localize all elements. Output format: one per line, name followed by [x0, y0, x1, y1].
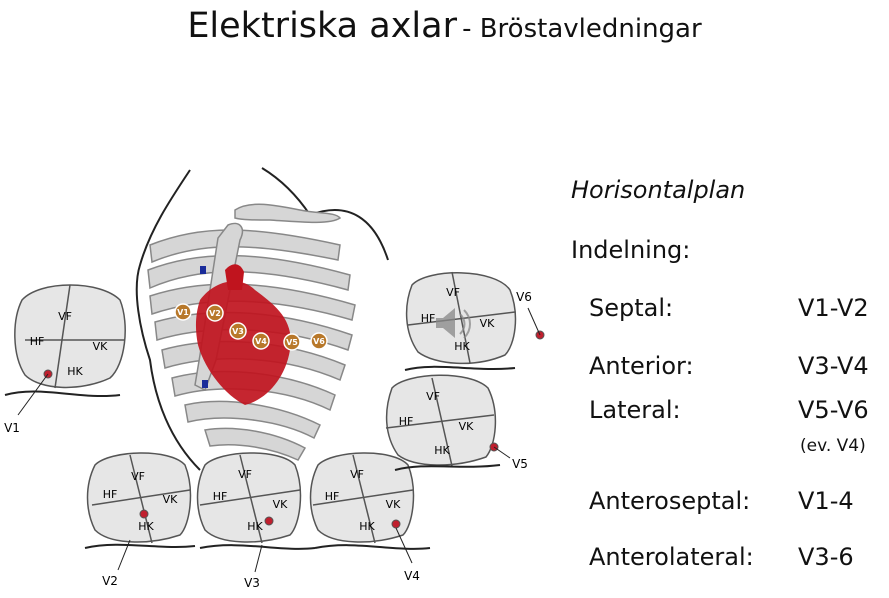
- quadrant-label: VK: [93, 340, 109, 353]
- quadrant-label: VF: [238, 468, 252, 481]
- quadrant-label: HF: [325, 490, 340, 503]
- lead-label: V6: [516, 290, 532, 304]
- quadrant-label: VK: [163, 493, 179, 506]
- lead-name-anterior: Anterior:: [589, 352, 694, 380]
- electrode-label: V2: [209, 309, 221, 318]
- chest-electrode-markers: V1 V2 V3 V4 V5 V6: [174, 303, 328, 351]
- quadrant-label: HK: [434, 444, 450, 457]
- lead-name-septal: Septal:: [589, 294, 674, 322]
- plane-label: Horisontalplan: [571, 176, 746, 204]
- electrode-marker: V5: [283, 333, 301, 351]
- title-sub: - Bröstavledningar: [462, 14, 702, 44]
- lateral-note: (ev. V4): [800, 436, 866, 456]
- lead-label: V5: [512, 457, 528, 471]
- lead-label: V2: [102, 574, 118, 588]
- lead-name-anterolateral: Anterolateral:: [589, 543, 754, 571]
- lead-name-anteroseptal: Anteroseptal:: [589, 487, 751, 515]
- lead-value-lateral: V5-V6: [798, 396, 869, 424]
- quadrant-label: HF: [421, 312, 436, 325]
- vessel-blue-2: [202, 380, 208, 388]
- quadrant-label: VF: [131, 470, 145, 483]
- quadrant-label: HK: [67, 365, 83, 378]
- chest-diagram: V1 V2 V3 V4 V5 V6 VF HF VK HK V1 VF HF V…: [4, 167, 545, 590]
- quadrant-disc-v5: VF HF VK HK V5: [385, 374, 528, 471]
- quadrant-label: HF: [213, 490, 228, 503]
- quadrant-label: HF: [399, 415, 414, 428]
- title-main: Elektriska axlar: [187, 6, 457, 46]
- lead-label: V4: [404, 569, 420, 583]
- lead-value-septal: V1-V2: [798, 294, 869, 322]
- lead-value-anterolateral: V3-6: [798, 543, 854, 571]
- quadrant-disc-v1: VF HF VK HK V1: [4, 284, 126, 435]
- quadrant-disc-v3: VF HF VK HK V3: [196, 452, 316, 590]
- quadrant-label: VK: [480, 317, 496, 330]
- electrode-marker: V2: [206, 304, 224, 322]
- quadrant-label: VF: [350, 468, 364, 481]
- electrode-marker: V4: [252, 332, 270, 350]
- lead-value-anterior: V3-V4: [798, 352, 869, 380]
- lead-label: V3: [244, 576, 260, 590]
- quadrant-label: VF: [446, 286, 460, 299]
- electrode-label: V1: [177, 308, 189, 317]
- vessel-blue-1: [200, 266, 206, 274]
- division-label: Indelning:: [571, 236, 691, 264]
- quadrant-label: VF: [426, 390, 440, 403]
- quadrant-label: VK: [386, 498, 402, 511]
- ribcage: [147, 229, 356, 461]
- electrode-label: V5: [286, 338, 298, 347]
- lead-label: V1: [4, 421, 20, 435]
- quadrant-label: HF: [30, 335, 45, 348]
- speaker-icon[interactable]: [436, 308, 471, 339]
- quadrant-label: VK: [273, 498, 289, 511]
- quadrant-disc-v6: VF HF VK HK V6: [404, 271, 545, 371]
- electrode-label: V4: [255, 337, 267, 346]
- quadrant-label: HF: [103, 488, 118, 501]
- electrode-label: V6: [313, 337, 325, 346]
- heart-vessel: [225, 264, 244, 290]
- quadrant-label: VF: [58, 310, 72, 323]
- quadrant-label: HK: [359, 520, 375, 533]
- quadrant-label: HK: [247, 520, 263, 533]
- quadrant-disc-v4: VF HF VK HK V4: [309, 452, 431, 583]
- electrode-marker: V6: [310, 332, 328, 350]
- quadrant-label: VK: [459, 420, 475, 433]
- electrode-marker: V1: [174, 303, 192, 321]
- electrode-label: V3: [232, 327, 244, 336]
- quadrant-disc-v2: VF HF VK HK V2: [84, 452, 196, 588]
- clavicle: [234, 203, 342, 224]
- electrode-marker: V3: [229, 322, 247, 340]
- quadrant-label: HK: [138, 520, 154, 533]
- lead-name-lateral: Lateral:: [589, 396, 681, 424]
- quadrant-label: HK: [454, 340, 470, 353]
- lead-value-anteroseptal: V1-4: [798, 487, 854, 515]
- slide-title: Elektriska axlar - Bröstavledningar: [0, 6, 889, 46]
